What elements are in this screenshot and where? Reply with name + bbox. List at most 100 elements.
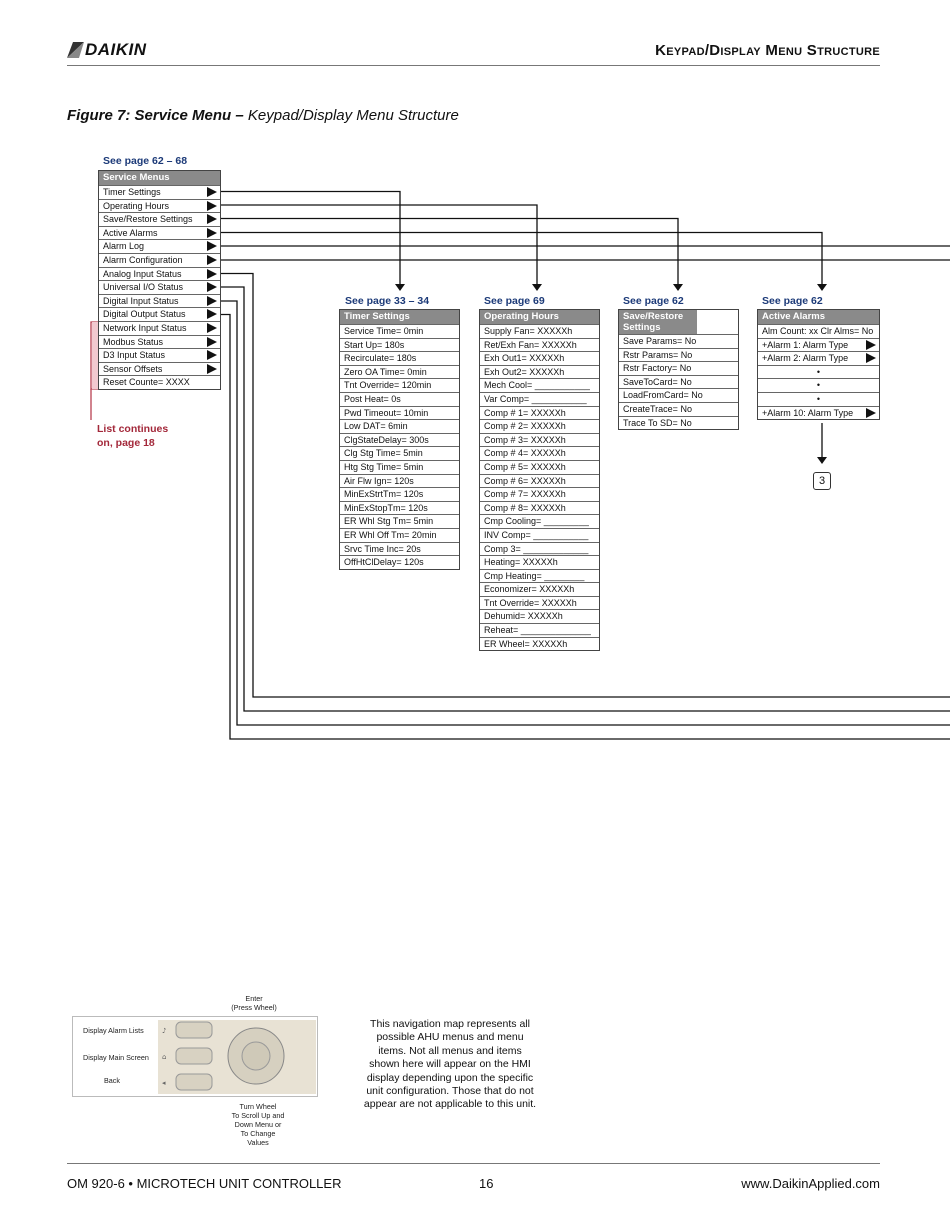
arrow-head (395, 284, 405, 291)
menu-item[interactable]: Var Comp= ___________ (480, 391, 599, 406)
menu-item-label: Economizer= XXXXXh (484, 584, 575, 595)
menu-item[interactable]: Digital Output Status (99, 307, 220, 321)
menu-item[interactable]: Exh Out1= XXXXXh (480, 351, 599, 365)
menu-item[interactable]: Start Up= 180s (340, 337, 459, 352)
submenu-arrow-icon (207, 241, 217, 252)
menu-item[interactable]: Trace To SD= No (619, 415, 738, 430)
menu-item[interactable]: Analog Input Status (99, 266, 220, 281)
menu-item[interactable]: Operating Hours (99, 198, 220, 213)
menu-item-label: Digital Input Status (103, 295, 179, 306)
menu-item[interactable]: Network Input Status (99, 320, 220, 335)
menu-item[interactable]: Htg Stg Time= 5min (340, 459, 459, 474)
save-restore-title: Save/Restore Settings (619, 310, 697, 334)
menu-item[interactable]: Tnt Override= XXXXXh (480, 595, 599, 610)
menu-item[interactable]: Reset Counte= XXXX (99, 375, 220, 389)
section-title: Keypad/Display Menu Structure (655, 42, 880, 59)
menu-item[interactable]: ClgStateDelay= 300s (340, 432, 459, 447)
menu-item[interactable]: Modbus Status (99, 334, 220, 349)
menu-item[interactable]: • (758, 391, 879, 406)
arrow-head (673, 284, 683, 291)
menu-item[interactable]: D3 Input Status (99, 348, 220, 362)
service-menus-title: Service Menus (99, 171, 220, 185)
menu-item[interactable]: Rstr Factory= No (619, 361, 738, 375)
menu-item[interactable]: Tnt Override= 120min (340, 378, 459, 392)
menu-item[interactable]: Comp 3= _____________ (480, 541, 599, 556)
menu-item[interactable]: • (758, 364, 879, 379)
menu-item[interactable]: INV Comp= ___________ (480, 527, 599, 542)
navigation-note: This navigation map represents all possi… (363, 1018, 537, 1111)
submenu-arrow-icon (207, 363, 217, 374)
menu-item[interactable]: LoadFromCard= No (619, 388, 738, 402)
menu-item[interactable]: Clg Stg Time= 5min (340, 446, 459, 460)
page-number: 16 (479, 1176, 494, 1191)
menu-item[interactable]: Comp # 7= XXXXXh (480, 487, 599, 501)
menu-item[interactable]: CreateTrace= No (619, 401, 738, 416)
menu-item[interactable]: ER Whl Off Tm= 20min (340, 527, 459, 542)
menu-item[interactable]: Mech Cool= ___________ (480, 378, 599, 392)
menu-item-label: Comp # 5= XXXXXh (484, 461, 566, 472)
menu-item[interactable]: +Alarm 1: Alarm Type (758, 337, 879, 352)
menu-item[interactable]: Ret/Exh Fan= XXXXXh (480, 337, 599, 352)
menu-item[interactable]: Low DAT= 6min (340, 419, 459, 433)
menu-item[interactable]: Active Alarms (99, 225, 220, 240)
line-timer (220, 190, 401, 285)
main-label: Display Main Screen (83, 1053, 149, 1062)
menu-item[interactable]: MinExStrtTm= 120s (340, 487, 459, 501)
menu-item[interactable]: • (758, 378, 879, 392)
menu-item[interactable]: Reheat= ______________ (480, 623, 599, 637)
menu-item-label: +Alarm 2: Alarm Type (762, 353, 849, 364)
menu-item[interactable]: +Alarm 2: Alarm Type (758, 351, 879, 365)
menu-item[interactable]: ER Wheel= XXXXXh (480, 636, 599, 651)
menu-item[interactable]: Alarm Log (99, 239, 220, 253)
menu-item[interactable]: Save/Restore Settings (99, 212, 220, 226)
active-alarms-box: Active Alarms Alm Count: xx Clr Alms= No… (757, 309, 880, 421)
menu-item[interactable]: Cmp Heating= ________ (480, 568, 599, 583)
menu-item-label: LoadFromCard= No (623, 390, 703, 401)
menu-item[interactable]: Air Flw Ign= 120s (340, 473, 459, 488)
menu-item[interactable]: Srvc Time Inc= 20s (340, 541, 459, 556)
menu-item[interactable]: Save Params= No (619, 334, 738, 348)
menu-item[interactable]: Economizer= XXXXXh (480, 582, 599, 596)
menu-item-label: Comp 3= _____________ (484, 543, 589, 554)
menu-item[interactable]: Alm Count: xx Clr Alms= No (758, 324, 879, 338)
menu-item-label: Save Params= No (623, 336, 697, 346)
menu-item[interactable]: Supply Fan= XXXXXh (480, 324, 599, 338)
menu-item[interactable]: Comp # 1= XXXXXh (480, 405, 599, 420)
menu-item-label: Modbus Status (103, 336, 164, 347)
submenu-arrow-icon (866, 339, 876, 350)
menu-item[interactable]: ER Whl Stg Tm= 5min (340, 514, 459, 528)
menu-item[interactable]: Digital Input Status (99, 293, 220, 308)
menu-item[interactable]: MinExStopTm= 120s (340, 500, 459, 515)
menu-item-label: Dehumid= XXXXXh (484, 611, 563, 622)
menu-item[interactable]: Pwd Timeout= 10min (340, 405, 459, 420)
menu-item[interactable]: +Alarm 10: Alarm Type (758, 405, 879, 420)
menu-item[interactable]: Comp # 4= XXXXXh (480, 446, 599, 460)
menu-item[interactable]: Recirculate= 180s (340, 351, 459, 365)
menu-item[interactable]: Rstr Params= No (619, 347, 738, 362)
submenu-arrow-icon (207, 254, 217, 265)
menu-item[interactable]: Universal I/O Status (99, 280, 220, 294)
menu-item[interactable]: Comp # 2= XXXXXh (480, 419, 599, 433)
menu-item[interactable]: Comp # 8= XXXXXh (480, 500, 599, 515)
menu-item-label: Clg Stg Time= 5min (344, 448, 423, 459)
menu-item[interactable]: Comp # 3= XXXXXh (480, 432, 599, 447)
save-see-page: See page 62 (623, 295, 684, 307)
menu-item[interactable]: Alarm Configuration (99, 252, 220, 267)
arrow-head (817, 284, 827, 291)
daikin-logo-icon (67, 42, 84, 58)
menu-item[interactable]: Heating= XXXXXh (480, 555, 599, 569)
menu-item[interactable]: Post Heat= 0s (340, 391, 459, 406)
menu-item[interactable]: Dehumid= XXXXXh (480, 609, 599, 623)
menu-item[interactable]: Exh Out2= XXXXXh (480, 364, 599, 379)
menu-item[interactable]: Zero OA Time= 0min (340, 364, 459, 379)
menu-item[interactable]: Timer Settings (99, 185, 220, 199)
menu-item[interactable]: Comp # 6= XXXXXh (480, 473, 599, 488)
menu-item[interactable]: Service Time= 0min (340, 324, 459, 338)
menu-item[interactable]: Sensor Offsets (99, 361, 220, 376)
menu-item-label: Rstr Params= No (623, 349, 693, 360)
menu-item[interactable]: OffHtClDelay= 120s (340, 555, 459, 569)
menu-item[interactable]: SaveToCard= No (619, 374, 738, 389)
menu-item[interactable]: Comp # 5= XXXXXh (480, 459, 599, 474)
menu-item[interactable]: Cmp Cooling= _________ (480, 514, 599, 528)
